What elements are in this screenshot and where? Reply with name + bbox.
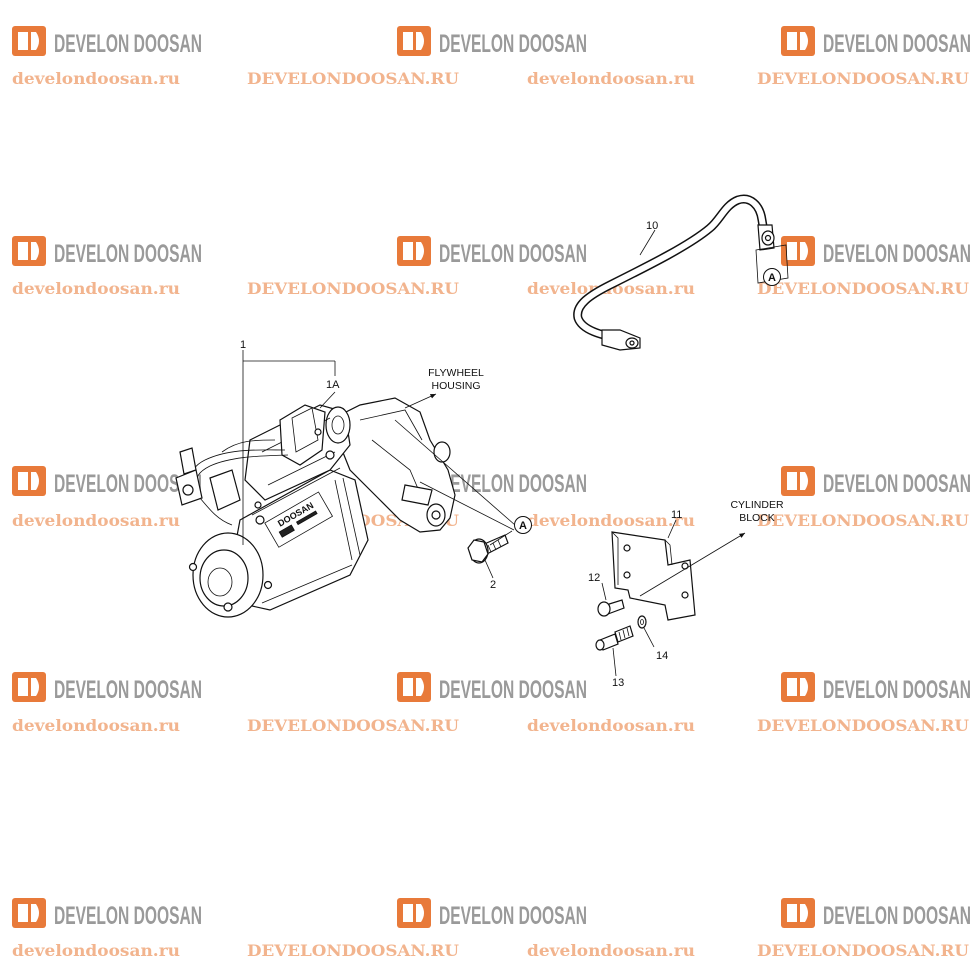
watermark-brand-text: DEVELON DOOSAN [823, 240, 971, 268]
watermark-brand-text: DEVELON DOOSAN [439, 676, 587, 704]
watermark-url: DEVELONDOOSAN.RU [247, 279, 460, 298]
cylinder-block-label-line1: CYLINDER [730, 499, 784, 511]
watermark-brand-text: DEVELON DOOSAN [823, 676, 971, 704]
bracket-part-11 [611, 531, 696, 621]
watermark-logo: DEVELON DOOSAN [12, 26, 202, 58]
callout-labels: 1 1A 2 10 11 12 13 14 FLYWHEEL HOUSING C… [240, 220, 784, 689]
watermark-brand-text: DEVELON DOOSAN [439, 240, 587, 268]
watermark-url: develondoosan.ru [527, 941, 695, 960]
watermark-url: develondoosan.ru [12, 716, 180, 735]
watermark-layer: DEVELON DOOSAN DEVELON DOOSAN DEVELON DOOS… [12, 26, 971, 960]
watermark-logo: DEVELON DOOSAN [12, 672, 202, 704]
callout-12: 12 [588, 572, 600, 584]
watermark-logo: DEVELON DOOSAN [781, 466, 971, 498]
watermark-url: develondoosan.ru [527, 69, 695, 88]
cable-part-10 [573, 194, 789, 351]
screw-part-12 [597, 599, 625, 617]
watermark-logo: DEVELON DOOSAN [781, 26, 971, 58]
watermark-url: DEVELONDOOSAN.RU [757, 511, 970, 530]
watermark-brand-text: DEVELON DOOSAN [439, 470, 587, 498]
flywheel-housing-label-line1: FLYWHEEL [428, 367, 484, 379]
watermark-logo: DEVELON DOOSAN [397, 236, 587, 268]
watermark-logo: DEVELON DOOSAN [397, 672, 587, 704]
cylinder-block-label-line2: BLOCK [739, 512, 775, 524]
watermark-logo: DEVELON DOOSAN [12, 466, 202, 498]
watermark-url: develondoosan.ru [527, 716, 695, 735]
callout-10: 10 [646, 220, 658, 232]
reference-marker-a-bolt: A [514, 516, 532, 534]
callout-1: 1 [240, 339, 246, 351]
leader-lines [242, 229, 746, 677]
reference-marker-a-cable-label: A [768, 272, 776, 284]
watermark-url: DEVELONDOOSAN.RU [757, 941, 970, 960]
watermark-logo: DEVELON DOOSAN [397, 898, 587, 930]
flywheel-housing-label-line2: HOUSING [431, 380, 480, 392]
watermark-brand-text: DEVELON DOOSAN [823, 30, 971, 58]
watermark-url: DEVELONDOOSAN.RU [247, 69, 460, 88]
watermark-url: develondoosan.ru [12, 511, 180, 530]
watermark-url: DEVELONDOOSAN.RU [757, 716, 970, 735]
watermark-url: DEVELONDOOSAN.RU [247, 941, 460, 960]
watermark-url: develondoosan.ru [12, 279, 180, 298]
callout-1a: 1A [326, 379, 340, 391]
starter-motor-drawing: DOOSAN [175, 397, 456, 618]
watermark-brand-text: DEVELON DOOSAN [439, 30, 587, 58]
callout-13: 13 [612, 677, 624, 689]
watermark-brand-text: DEVELON DOOSAN [439, 902, 587, 930]
watermark-brand-text: DEVELON DOOSAN [54, 902, 202, 930]
watermark-url: DEVELONDOOSAN.RU [757, 69, 970, 88]
watermark-brand-text: DEVELON DOOSAN [823, 470, 971, 498]
watermark-logo: DEVELON DOOSAN [12, 898, 202, 930]
callout-2: 2 [490, 579, 496, 591]
watermark-url: develondoosan.ru [527, 511, 695, 530]
watermark-brand-text: DEVELON DOOSAN [54, 676, 202, 704]
watermark-logo: DEVELON DOOSAN [781, 236, 971, 268]
watermark-url: develondoosan.ru [12, 69, 180, 88]
watermark-logo: DEVELON DOOSAN [781, 898, 971, 930]
watermark-brand-text: DEVELON DOOSAN [823, 902, 971, 930]
stud-part-13 [595, 625, 634, 651]
callout-14: 14 [656, 650, 668, 662]
watermark-url: DEVELONDOOSAN.RU [247, 716, 460, 735]
watermark-url: DEVELONDOOSAN.RU [757, 279, 970, 298]
watermark-logo: DEVELON DOOSAN [397, 26, 587, 58]
watermark-logo: DEVELON DOOSAN [12, 236, 202, 268]
reference-marker-a-bolt-label: A [519, 520, 527, 532]
watermark-url: develondoosan.ru [12, 941, 180, 960]
callout-11: 11 [671, 509, 682, 521]
watermark-brand-text: DEVELON DOOSAN [54, 240, 202, 268]
washer-part-14 [637, 615, 647, 629]
watermark-brand-text: DEVELON DOOSAN [54, 30, 202, 58]
bolt-part-2 [467, 534, 509, 564]
reference-marker-a-cable: A [763, 268, 781, 286]
watermark-logo: DEVELON DOOSAN [781, 672, 971, 704]
